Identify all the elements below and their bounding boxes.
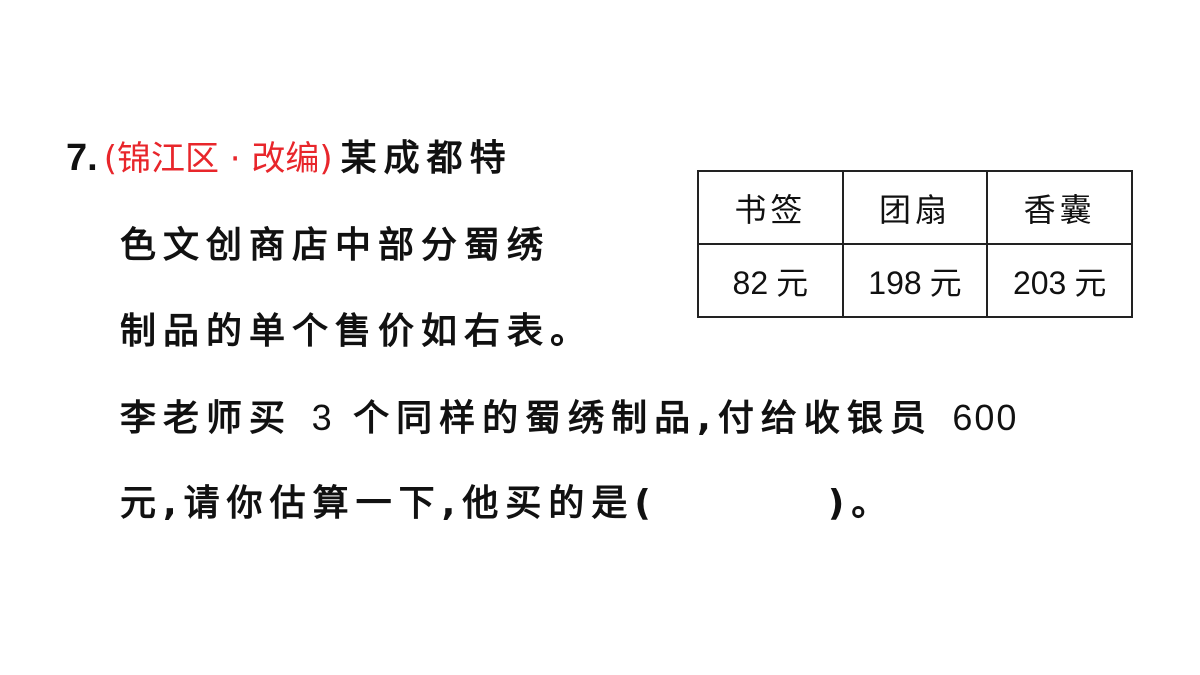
question-source: (锦江区 · 改编): [103, 139, 333, 179]
question-text-line-5b: )。: [827, 483, 895, 524]
question-text-line-3: 制品的单个售价如右表。: [120, 311, 594, 352]
question-line-1: 7.(锦江区 · 改编)某成都特: [66, 136, 513, 181]
question-text-line-2: 色文创商店中部分蜀绣: [120, 225, 551, 266]
header-bookmark: 书签: [697, 170, 844, 245]
question-text-line-4b: 个同样的蜀绣制品,付给收银员: [353, 398, 933, 439]
price-sachet-value: 203: [1012, 264, 1067, 301]
question-line-3: 制品的单个售价如右表。: [120, 310, 593, 354]
price-fan-value: 198: [868, 264, 922, 301]
question-line-5: 元,请你估算一下,他买的是( )。: [120, 482, 894, 526]
price-bookmark-value: 82: [732, 264, 769, 301]
item-count: 3: [311, 397, 334, 438]
header-fan: 团扇: [841, 170, 989, 245]
price-table-header-row: 书签 团扇 香囊: [697, 170, 1133, 245]
question-line-2: 色文创商店中部分蜀绣: [120, 224, 550, 268]
question-text-line-1: 某成都特: [340, 138, 513, 179]
paid-amount: 600: [952, 397, 1019, 438]
price-sachet-unit: 元: [1074, 263, 1107, 302]
price-fan-unit: 元: [929, 263, 962, 302]
question-number: 7.: [66, 137, 98, 179]
question-line-4: 李老师买 3 个同样的蜀绣制品,付给收银员 600: [120, 396, 1018, 441]
question-text-line-5a: 元,请你估算一下,他买的是(: [120, 483, 658, 524]
price-bookmark-unit: 元: [776, 263, 809, 302]
header-sachet: 香囊: [986, 170, 1133, 245]
question-text-line-4a: 李老师买: [120, 398, 293, 439]
